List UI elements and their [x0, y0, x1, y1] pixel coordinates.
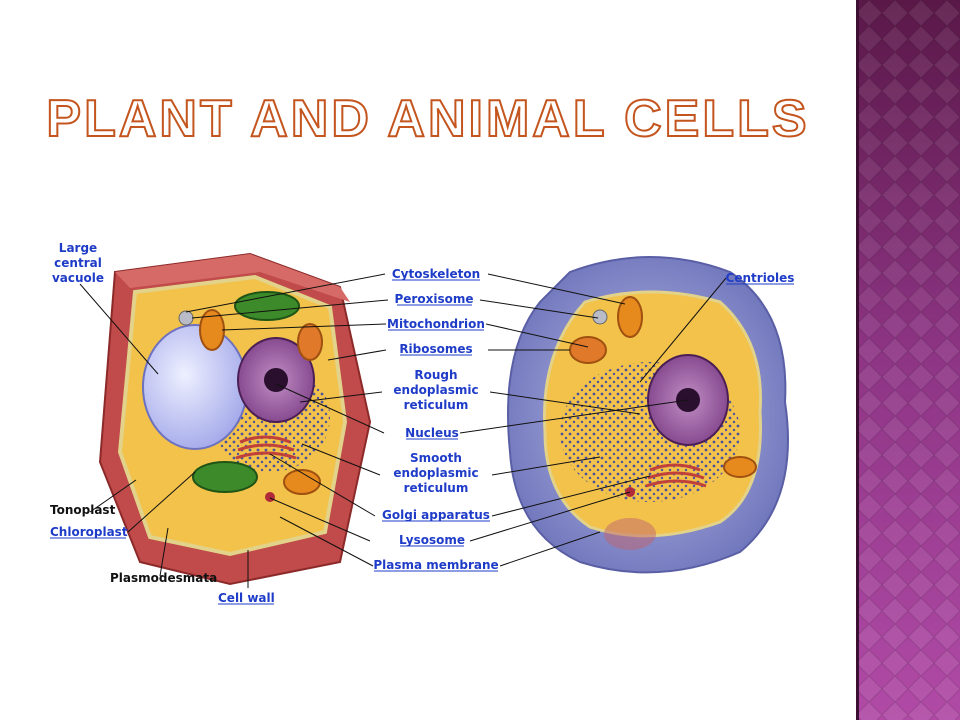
label-mitochondrion: Mitochondrion [387, 317, 485, 331]
label-rough-er-3: reticulum [404, 398, 469, 412]
decorative-sidebar [856, 0, 960, 720]
label-peroxisome: Peroxisome [395, 292, 474, 306]
slide-title: Plant and Animal Cells [0, 88, 856, 148]
label-large-central-vacuole-3: vacuole [52, 271, 104, 285]
cell-diagram: Large central vacuole Tonoplast Chloropl… [50, 241, 794, 605]
label-golgi: Golgi apparatus [382, 508, 490, 522]
label-ribosomes: Ribosomes [399, 342, 472, 356]
label-cytoskeleton: Cytoskeleton [392, 267, 480, 281]
label-rough-er-1: Rough [414, 368, 457, 382]
label-chloroplast: Chloroplast [50, 525, 128, 539]
label-rough-er-2: endoplasmic [393, 383, 478, 397]
plant-cell [98, 252, 372, 586]
label-lysosome: Lysosome [399, 533, 465, 547]
label-smooth-er-3: reticulum [404, 481, 469, 495]
label-smooth-er-1: Smooth [410, 451, 462, 465]
chloroplast-shape [192, 461, 258, 493]
animal-cell [507, 256, 789, 574]
label-cell-wall: Cell wall [218, 591, 275, 605]
label-large-central-vacuole-1: Large [59, 241, 97, 255]
slide-title-text: Plant and Animal Cells [46, 90, 809, 148]
labels: Large central vacuole Tonoplast Chloropl… [50, 241, 794, 605]
large-central-vacuole [142, 324, 248, 450]
label-nucleus: Nucleus [405, 426, 459, 440]
label-plasmodesmata: Plasmodesmata [110, 571, 217, 585]
label-tonoplast: Tonoplast [50, 503, 116, 517]
label-plasma-membrane: Plasma membrane [373, 558, 498, 572]
leader-lines [79, 273, 727, 588]
label-large-central-vacuole-2: central [54, 256, 102, 270]
label-centrioles: Centrioles [726, 271, 795, 285]
diamond-pattern [856, 0, 960, 720]
label-smooth-er-2: endoplasmic [393, 466, 478, 480]
